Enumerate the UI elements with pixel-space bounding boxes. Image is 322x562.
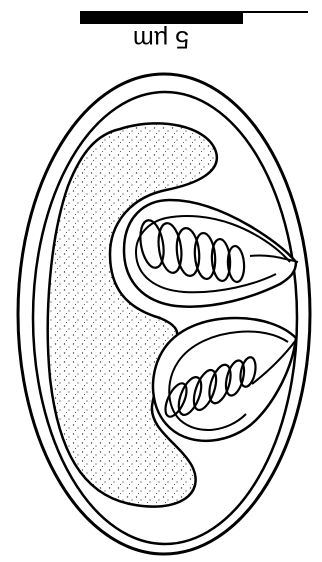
polar-capsule-lower xyxy=(153,318,296,441)
scale-bar-label: 5 µm xyxy=(0,22,322,56)
sporoplasm xyxy=(48,123,217,506)
polar-capsule-upper xyxy=(124,200,298,307)
